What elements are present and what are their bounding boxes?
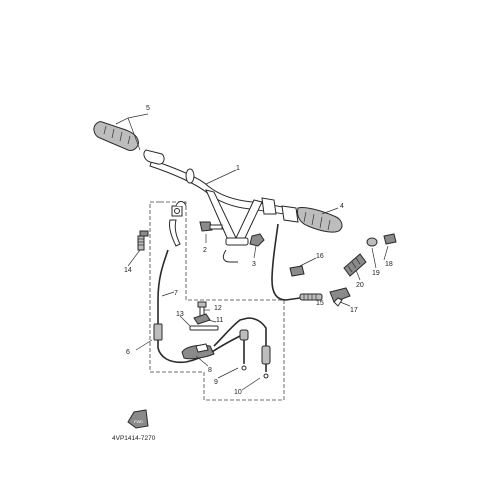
callout-13: 13 bbox=[176, 311, 184, 318]
handlebar[interactable] bbox=[149, 159, 297, 246]
callout-1: 1 bbox=[236, 165, 240, 172]
callout-2: 2 bbox=[203, 247, 207, 254]
callout-17: 17 bbox=[350, 307, 358, 314]
brake-lever-assembly[interactable] bbox=[169, 201, 187, 247]
spring[interactable] bbox=[343, 253, 367, 277]
callout-20: 20 bbox=[356, 282, 364, 289]
callout-9: 9 bbox=[214, 379, 218, 386]
cable-cap[interactable] bbox=[289, 265, 305, 277]
switch-cable-a[interactable] bbox=[213, 317, 267, 372]
wire-clip[interactable] bbox=[222, 249, 238, 263]
bracket-bolt[interactable] bbox=[199, 221, 223, 232]
callout-16: 16 bbox=[316, 253, 324, 260]
cable-nipple-b[interactable] bbox=[263, 373, 269, 379]
cable-nipple[interactable] bbox=[241, 365, 247, 371]
callout-4: 4 bbox=[340, 203, 344, 210]
callout-12: 12 bbox=[214, 305, 222, 312]
callout-19: 19 bbox=[372, 270, 380, 277]
svg-text:FWD: FWD bbox=[134, 419, 143, 424]
callout-10: 10 bbox=[234, 389, 242, 396]
callout-14: 14 bbox=[124, 267, 132, 274]
callout-11: 11 bbox=[216, 317, 223, 324]
callout-8: 8 bbox=[208, 367, 212, 374]
switch-cable-b[interactable] bbox=[211, 332, 245, 364]
cable-assembly-boundary bbox=[149, 201, 285, 401]
collar[interactable] bbox=[366, 237, 378, 247]
callout-7: 7 bbox=[174, 290, 178, 297]
cable-holder[interactable] bbox=[329, 287, 351, 307]
clamp[interactable] bbox=[189, 325, 219, 331]
callout-3: 3 bbox=[252, 261, 256, 268]
plate[interactable] bbox=[193, 313, 211, 325]
right-grip[interactable] bbox=[281, 205, 343, 233]
callout-6: 6 bbox=[126, 349, 130, 356]
cable-end[interactable] bbox=[153, 323, 163, 341]
nut[interactable] bbox=[249, 233, 265, 247]
equalizer-bracket[interactable] bbox=[181, 343, 215, 360]
callout-18: 18 bbox=[385, 261, 393, 268]
throttle-cable[interactable] bbox=[271, 223, 301, 301]
left-grip[interactable] bbox=[93, 121, 165, 165]
fwd-arrow-badge: FWD bbox=[127, 409, 149, 429]
callout-5: 5 bbox=[146, 105, 150, 112]
switch-cable-a-sleeve[interactable] bbox=[261, 345, 271, 365]
switch-cable-b-sleeve[interactable] bbox=[239, 329, 249, 341]
callout-15: 15 bbox=[316, 300, 324, 307]
grip-end-cap[interactable] bbox=[383, 233, 397, 245]
diagram-code: 4VP1414-7270 bbox=[112, 435, 156, 442]
brake-cable[interactable] bbox=[157, 249, 169, 324]
adjuster-bolt[interactable] bbox=[137, 230, 149, 251]
leader-lines bbox=[115, 113, 389, 391]
